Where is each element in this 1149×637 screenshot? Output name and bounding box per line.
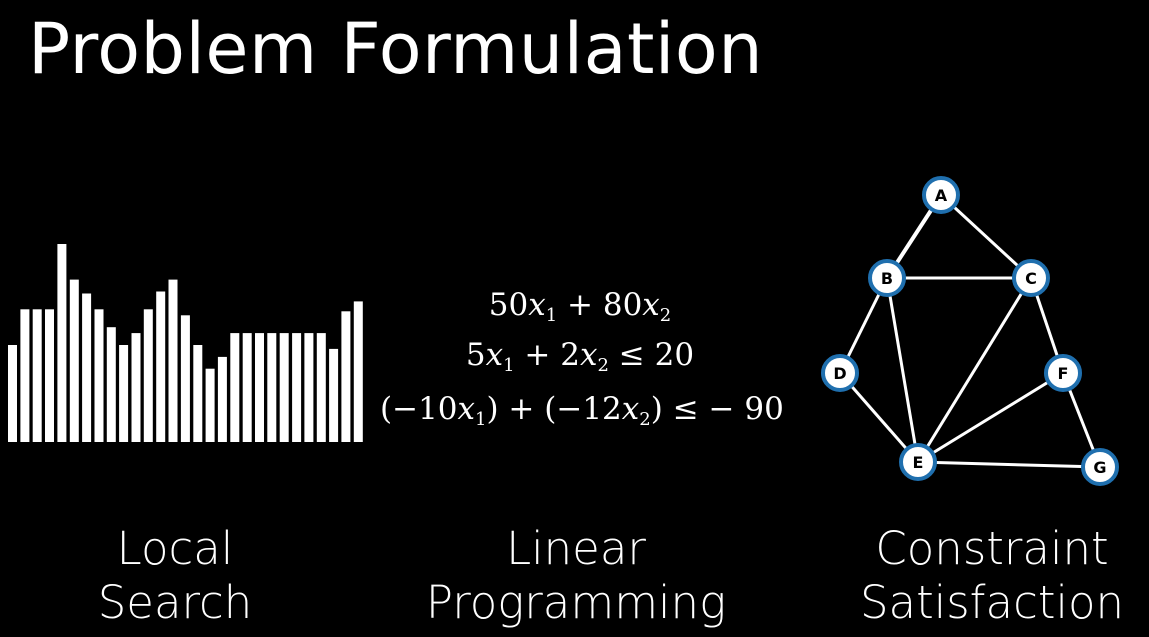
bar-19 xyxy=(230,333,240,442)
node-label-C: C xyxy=(1025,269,1037,288)
lp-objective-sub2: 2 xyxy=(659,305,672,326)
node-label-D: D xyxy=(833,364,846,383)
lp-c2-var1: x xyxy=(457,391,475,427)
node-circle-E xyxy=(899,443,937,481)
bar-8 xyxy=(94,309,104,442)
lp-c2-rel: ≤ xyxy=(672,391,699,427)
edge-E-G xyxy=(917,460,1101,469)
edge-B-E xyxy=(885,277,920,463)
constraint-satisfaction-caption-1: Constraint xyxy=(875,522,1109,575)
lp-c2-close2: ) xyxy=(650,391,663,427)
lp-objective: 50x1 + 80x2 xyxy=(380,290,780,325)
lp-objective-var2: x xyxy=(642,287,660,323)
lp-objective-coef1: 50 xyxy=(488,287,529,323)
page-title: Problem Formulation xyxy=(28,8,764,90)
bar-20 xyxy=(242,333,252,442)
bar-3 xyxy=(32,309,42,442)
node-label-A: A xyxy=(935,186,948,205)
lp-c1-var2: x xyxy=(580,337,598,373)
node-circle-F xyxy=(1044,354,1082,392)
linear-programming-caption-2: Programming xyxy=(425,576,727,629)
lp-c1-rhs: 20 xyxy=(654,337,695,373)
bar-9 xyxy=(106,327,116,442)
bar-12 xyxy=(143,309,153,442)
node-label-G: G xyxy=(1093,458,1106,477)
lp-constraint-2: (−10x1) + (−12x2) ≤ − 90 xyxy=(380,391,784,430)
lp-c2-paren2: (−12 xyxy=(544,391,622,427)
bar-1 xyxy=(8,345,17,442)
lp-c1-sub1: 1 xyxy=(503,355,515,376)
bar-21 xyxy=(255,333,264,442)
lp-constraint-1: 5x1 + 2x2 ≤ 20 xyxy=(380,340,780,375)
lp-c2-op: + xyxy=(508,391,535,427)
node-label-E: E xyxy=(913,453,924,472)
lp-c1-coef2: 2 xyxy=(560,337,580,373)
lp-objective-coef2: 80 xyxy=(602,287,643,323)
node-F: F xyxy=(1044,354,1082,392)
bar-17 xyxy=(205,368,215,442)
bar-22 xyxy=(267,333,277,442)
edge-E-F xyxy=(917,371,1064,464)
edge-A-C xyxy=(939,193,1033,280)
lp-c2-rhs: − 90 xyxy=(708,391,784,427)
bar-26 xyxy=(316,333,326,442)
node-circle-B xyxy=(868,259,906,297)
local-search-caption-2: Search xyxy=(97,576,253,629)
node-circle-D xyxy=(821,354,859,392)
bar-13 xyxy=(156,291,166,442)
node-circle-G xyxy=(1081,448,1119,486)
lp-c1-coef1: 5 xyxy=(465,337,486,373)
bar-2 xyxy=(20,309,30,442)
lp-c1-var1: x xyxy=(485,337,504,373)
lp-c1-rel: ≤ xyxy=(618,337,645,373)
bar-16 xyxy=(193,345,203,442)
local-search-caption-1: Local xyxy=(116,522,234,575)
bar-15 xyxy=(180,315,190,442)
constraint-graph: A B C D E F G xyxy=(821,176,1119,486)
node-C: C xyxy=(1012,259,1050,297)
node-G: G xyxy=(1081,448,1119,486)
node-D: D xyxy=(821,354,859,392)
lp-c2-var2: x xyxy=(621,391,640,427)
constraint-satisfaction-caption-2: Satisfaction xyxy=(859,576,1125,629)
bar-23 xyxy=(279,333,289,442)
edge-D-E xyxy=(838,372,920,463)
bar-7 xyxy=(82,293,92,442)
bar-18 xyxy=(217,356,227,442)
bar-25 xyxy=(304,333,314,442)
bar-24 xyxy=(292,333,302,442)
lp-objective-op: + xyxy=(567,287,593,323)
lp-c2-close1: ) xyxy=(486,391,499,427)
node-B: B xyxy=(868,259,906,297)
node-A: A xyxy=(922,176,960,214)
node-circle-A xyxy=(922,176,960,214)
bar-28 xyxy=(341,311,351,442)
edge-C-E xyxy=(916,277,1033,463)
node-circle-C xyxy=(1012,259,1050,297)
node-label-F: F xyxy=(1058,364,1069,383)
node-E: E xyxy=(899,443,937,481)
lp-c1-sub2: 2 xyxy=(597,355,609,376)
lp-c1-op: + xyxy=(524,337,551,373)
bar-5 xyxy=(57,244,67,442)
bar-10 xyxy=(119,345,129,442)
bar-29 xyxy=(353,301,363,442)
bar-14 xyxy=(168,279,178,442)
lp-c2-sub2: 2 xyxy=(639,409,651,430)
lp-objective-sub1: 1 xyxy=(545,305,558,326)
node-label-B: B xyxy=(881,269,893,288)
bar-27 xyxy=(329,348,339,442)
lp-objective-var1: x xyxy=(528,287,546,323)
lp-c2-paren1: (−10 xyxy=(380,391,458,427)
bar-11 xyxy=(131,333,141,442)
bar-4 xyxy=(45,309,54,442)
linear-programming-caption-1: Linear xyxy=(506,522,646,575)
lp-c2-sub1: 1 xyxy=(475,409,487,430)
bar-6 xyxy=(69,279,79,442)
